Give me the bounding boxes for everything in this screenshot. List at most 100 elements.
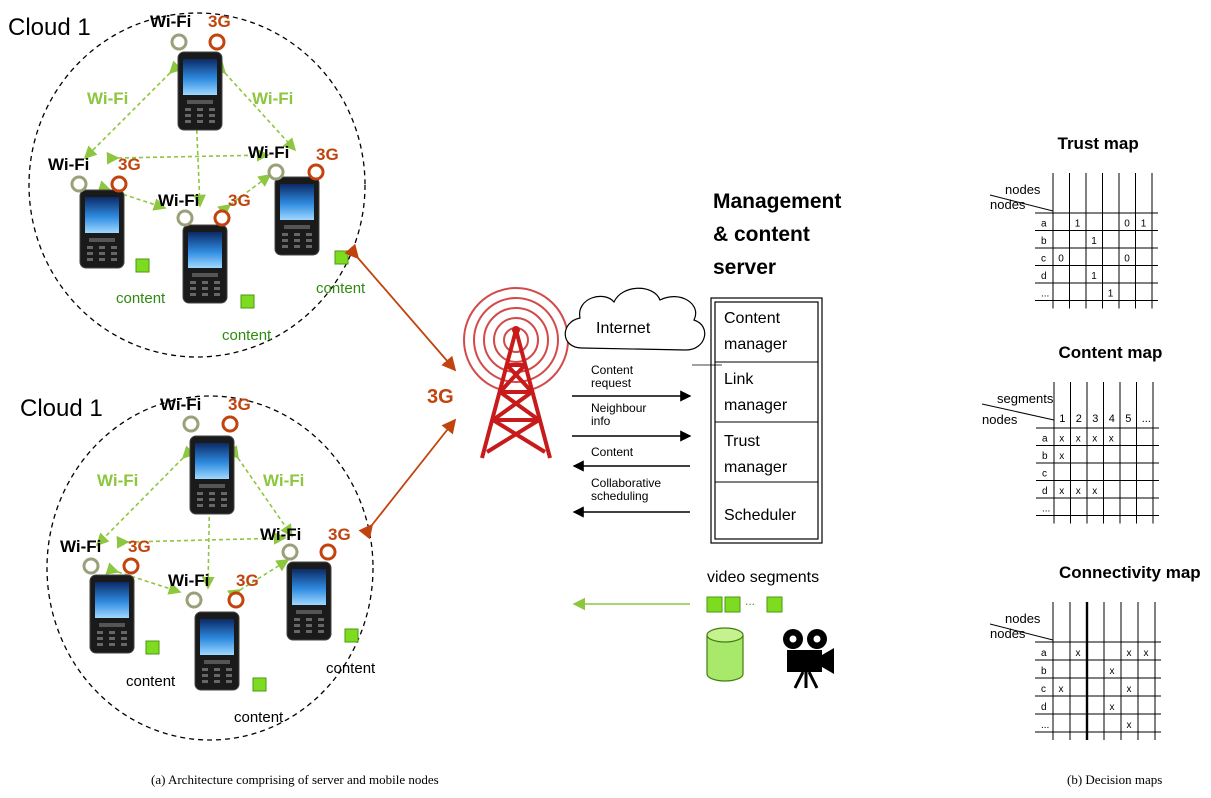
content-square-icon: [135, 258, 150, 273]
mobile-node: [79, 189, 125, 269]
mobile-node: [286, 561, 332, 641]
map-row-header: nodes: [990, 197, 1026, 212]
content-square-icon: [334, 250, 349, 265]
map-row-label: c: [1041, 684, 1046, 695]
cell-tower-icon: [463, 287, 569, 459]
cloud-bottom: Cloud 1 Wi-Fi 3G Wi-Fi Wi-Fi: [20, 395, 376, 741]
map-row-label: b: [1042, 451, 1048, 462]
map-row-label: ...: [1041, 289, 1049, 300]
wifi-label: Wi-Fi: [48, 155, 89, 174]
map-row-label: c: [1042, 469, 1047, 480]
mobile-node: [274, 176, 320, 256]
segment-ellipsis: ...: [745, 594, 755, 608]
video-segments-label: video segments: [707, 569, 819, 586]
module-trust-manager: manager: [724, 459, 788, 476]
wifi-antenna-icon: [70, 175, 88, 193]
map-row-label: d: [1041, 702, 1047, 713]
map-row-label: d: [1042, 486, 1048, 497]
video-segment-icon: [706, 596, 723, 613]
map-row-header: nodes: [982, 412, 1018, 427]
map-col-label: ...: [1142, 413, 1151, 425]
map-col-header: nodes: [1005, 182, 1041, 197]
map-cell-value: 1: [1091, 236, 1097, 247]
map-cell-value: 1: [1141, 219, 1147, 230]
mobile-node: [189, 435, 235, 515]
cloud-top: Cloud 1 Wi-Fi 3G Wi-Fi Wi-Fi: [8, 12, 366, 358]
map-cell-value: 0: [1058, 254, 1064, 265]
map-cell-value: x: [1092, 486, 1097, 497]
content-label: content: [316, 280, 366, 297]
message-label: Neighbour: [591, 401, 646, 415]
content-square-icon: [344, 628, 359, 643]
content-label: content: [126, 673, 176, 690]
message-arrows: [572, 390, 692, 518]
map-diagonal: [981, 403, 1055, 421]
map-cell-value: x: [1144, 648, 1149, 659]
wifi-antenna-icon: [82, 557, 100, 575]
3g-antenna-icon: [110, 175, 128, 193]
3g-antenna-icon: [208, 33, 226, 51]
map-cell-value: x: [1110, 702, 1115, 713]
map-cell-value: 1: [1091, 271, 1097, 282]
map-col-label: 2: [1076, 413, 1082, 425]
map-title: Content map: [1059, 343, 1163, 362]
content-square-icon: [145, 640, 160, 655]
cloud-label: Cloud 1: [8, 14, 91, 41]
message-label: Collaborative: [591, 476, 661, 490]
3g-label: 3G: [128, 537, 151, 556]
map-title: Trust map: [1058, 134, 1139, 153]
wifi-label: Wi-Fi: [160, 395, 201, 414]
wifi-antenna-icon: [185, 591, 203, 609]
map-col-label: 1: [1059, 413, 1065, 425]
3g-label: 3G: [228, 395, 251, 414]
content-square-icon: [240, 294, 255, 309]
3g-label: 3G: [328, 525, 351, 544]
3g-links: [344, 243, 457, 540]
module-scheduler: Scheduler: [724, 507, 797, 524]
content-label: content: [326, 660, 376, 677]
map-row-label: c: [1041, 254, 1046, 265]
map-row-label: ...: [1042, 504, 1050, 515]
wifi-antenna-icon: [176, 209, 194, 227]
map-cell-value: x: [1092, 434, 1097, 445]
svg-text:server: server: [713, 256, 776, 279]
database-icon: [706, 627, 744, 682]
mobile-node: [177, 51, 223, 131]
cloud-label: Cloud 1: [20, 395, 103, 422]
map-cell-value: x: [1059, 451, 1064, 462]
content-label: content: [234, 709, 284, 726]
video-camera-icon: [783, 629, 834, 689]
module-trust-manager: Trust: [724, 433, 760, 450]
mobile-node: [89, 574, 135, 654]
message-label: info: [591, 414, 611, 428]
video-segment-icon: [766, 596, 783, 613]
svg-text:Management: Management: [713, 190, 841, 213]
message-label: Content: [591, 445, 634, 459]
3g-antenna-icon: [307, 163, 325, 181]
map-row-label: a: [1041, 648, 1047, 659]
caption-b: (b) Decision maps: [1067, 772, 1162, 787]
wifi-antenna-icon: [170, 33, 188, 51]
message-label: request: [591, 376, 632, 390]
module-link-manager: manager: [724, 397, 788, 414]
map-row-header: nodes: [990, 626, 1026, 641]
map-col-header: nodes: [1005, 611, 1041, 626]
map-cell-value: x: [1127, 684, 1132, 695]
3g-label: 3G: [208, 12, 231, 31]
map-row-label: d: [1041, 271, 1047, 282]
map-col-label: 4: [1109, 413, 1115, 425]
cloud-boundary: [46, 395, 374, 741]
map-cell-value: x: [1127, 648, 1132, 659]
map-row-label: a: [1041, 219, 1047, 230]
content-label: content: [116, 290, 166, 307]
map-cell-value: 0: [1124, 254, 1130, 265]
map-cell-value: x: [1059, 434, 1064, 445]
wifi-label: Wi-Fi: [158, 191, 199, 210]
module-link-manager: Link: [724, 371, 754, 388]
3g-antenna-icon: [221, 415, 239, 433]
wifi-label: Wi-Fi: [60, 537, 101, 556]
wifi-link-label: Wi-Fi: [252, 89, 293, 108]
